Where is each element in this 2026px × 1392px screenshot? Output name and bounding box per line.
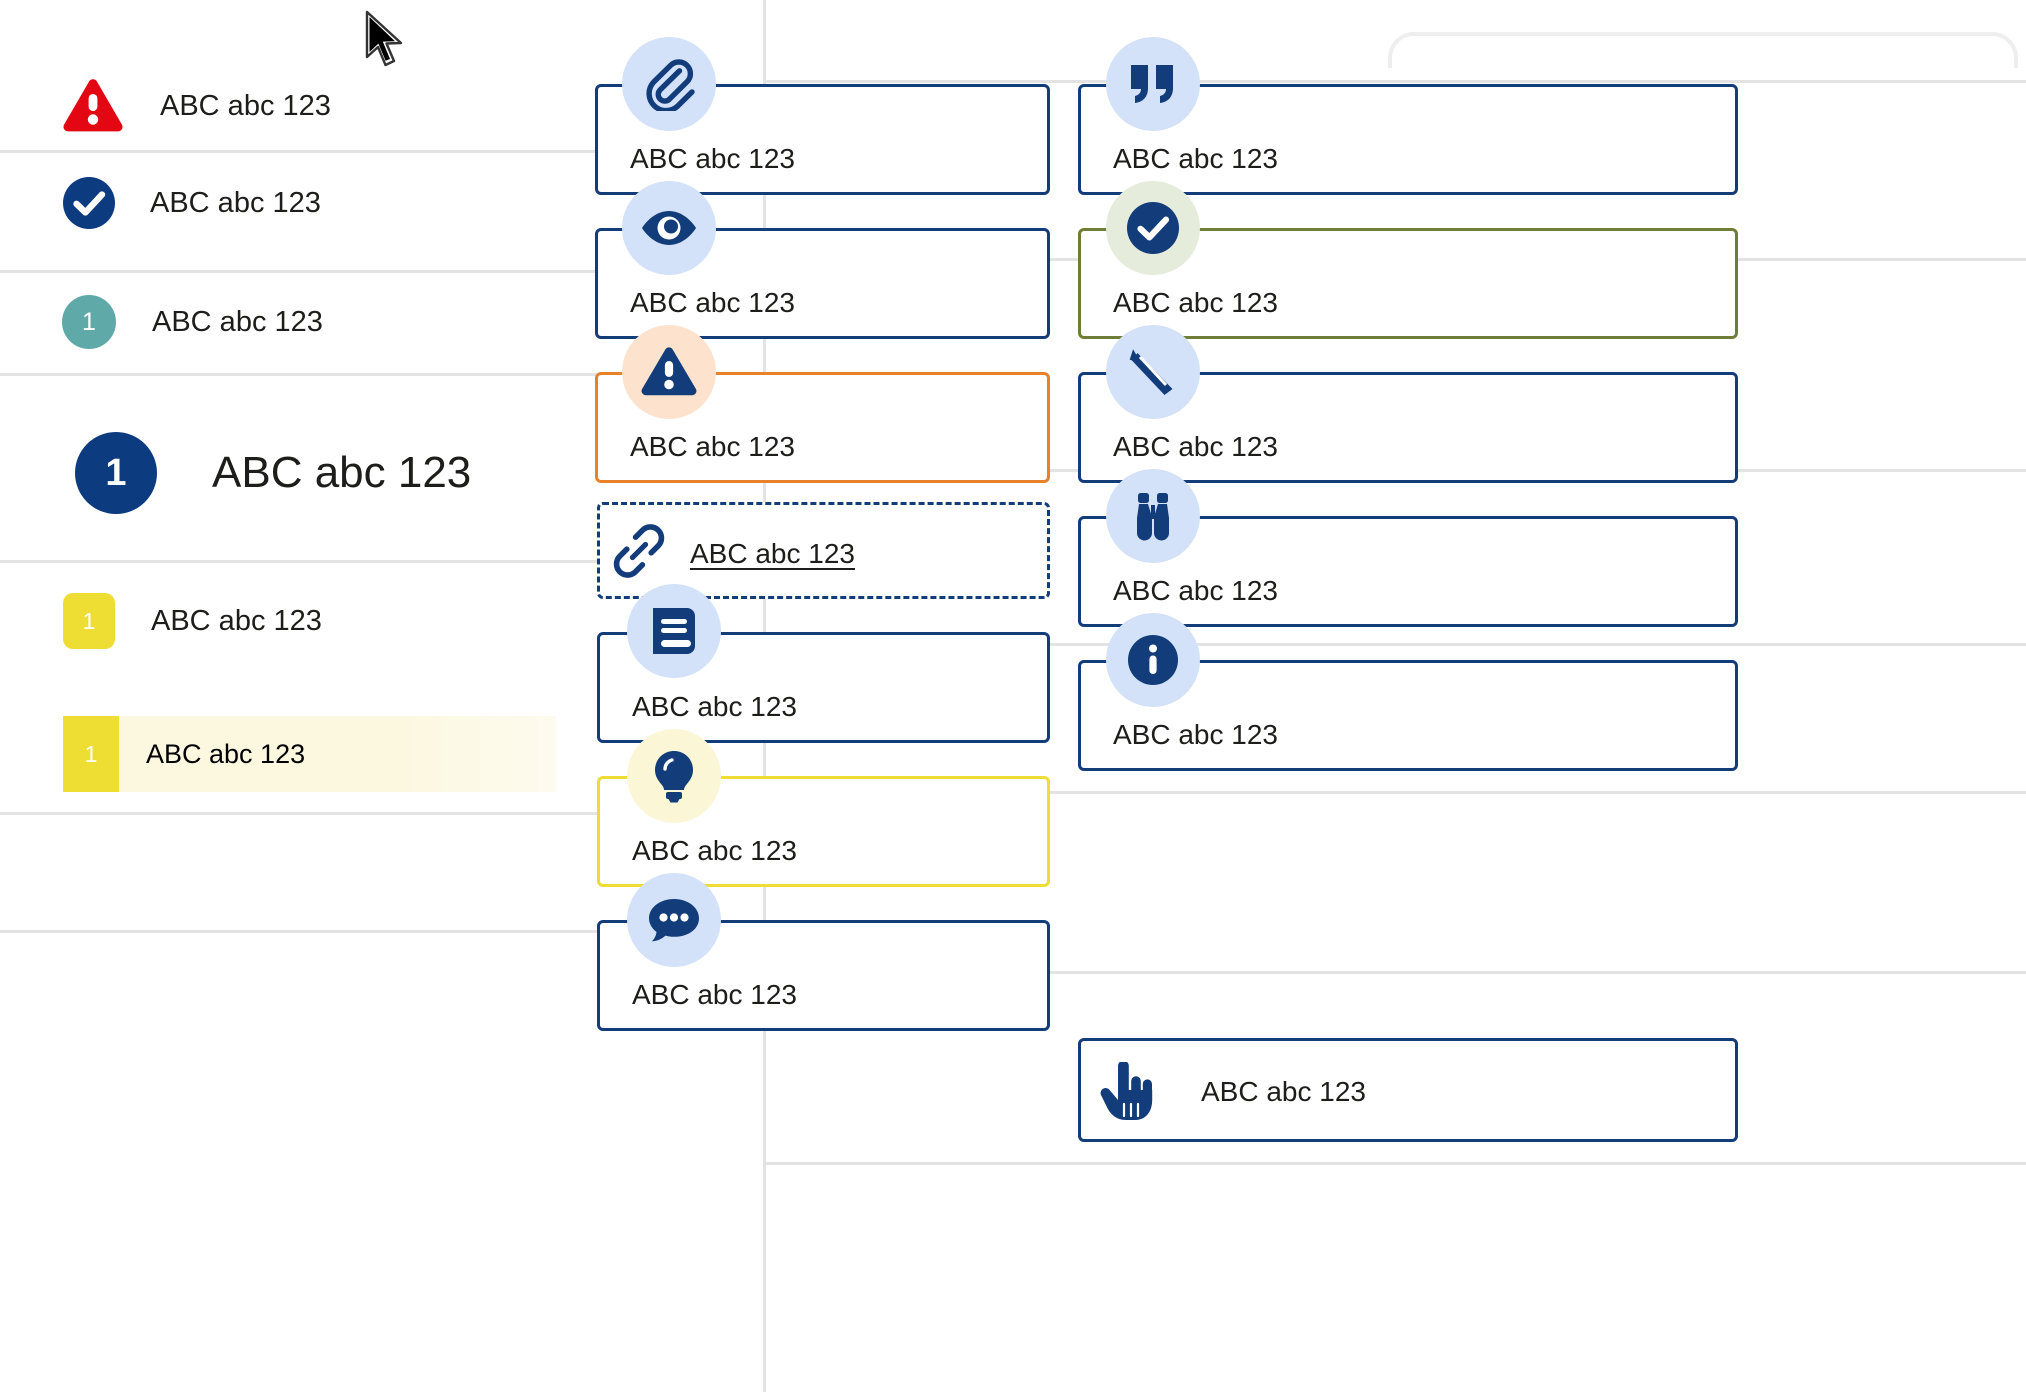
left-list: ABC abc 123 ABC abc 123 1 ABC abc 123 1 … (0, 0, 765, 1392)
sidebar-item-highlighted[interactable]: 1 ABC abc 123 (63, 716, 556, 792)
card-text: ABC abc 123 (630, 431, 795, 462)
chain-link-icon (612, 524, 666, 578)
card-text: ABC abc 123 (1113, 719, 1278, 750)
sidebar-item-label: ABC abc 123 (151, 604, 322, 637)
info-circle-icon (1106, 613, 1200, 707)
divider-line (0, 560, 765, 563)
badge-number: 1 (82, 307, 96, 336)
card-text: ABC abc 123 (1113, 575, 1278, 606)
quote-icon (1106, 37, 1200, 131)
mouse-cursor (362, 10, 410, 72)
card-text: ABC abc 123 (632, 691, 797, 722)
link-card[interactable]: ABC abc 123 (597, 502, 1050, 599)
badge-number: 1 (82, 607, 96, 634)
observe-card[interactable]: ABC abc 123 (1078, 516, 1738, 627)
speech-bubble-icon (627, 873, 721, 967)
approved-card[interactable]: ABC abc 123 (1078, 228, 1738, 339)
sidebar-item-label: ABC abc 123 (160, 89, 331, 122)
number-badge-circle: 1 (62, 295, 116, 349)
check-circle-icon (63, 177, 115, 229)
badge-number: 1 (84, 740, 98, 767)
sidebar-item-teal-badge[interactable]: 1 ABC abc 123 (62, 295, 323, 349)
card-text: ABC abc 123 (630, 143, 795, 174)
sidebar-item-alert[interactable]: ABC abc 123 (62, 78, 331, 134)
card-text: ABC abc 123 (1201, 1076, 1366, 1107)
lightbulb-icon (627, 729, 721, 823)
number-badge-square: 1 (63, 716, 119, 792)
divider-line (765, 1162, 2026, 1165)
action-card[interactable]: ABC abc 123 (1078, 1038, 1738, 1142)
sidebar-item-label: ABC abc 123 (212, 448, 472, 497)
number-badge-circle: 1 (75, 432, 157, 514)
book-icon (627, 584, 721, 678)
pencil-icon (1106, 325, 1200, 419)
card-text: ABC abc 123 (1113, 431, 1278, 462)
badge-number: 1 (105, 451, 127, 494)
warning-triangle-icon (622, 325, 716, 419)
check-circle-icon (1106, 181, 1200, 275)
sidebar-item-label: ABC abc 123 (150, 186, 321, 219)
divider-line (765, 80, 2026, 83)
paperclip-icon (622, 37, 716, 131)
divider-line (765, 971, 2026, 974)
number-badge-square: 1 (63, 593, 115, 649)
divider-line (0, 270, 765, 273)
sidebar-item-primary[interactable]: 1 ABC abc 123 (75, 432, 471, 514)
card-text: ABC abc 123 (630, 287, 795, 318)
divider-line (0, 812, 765, 815)
warning-triangle-icon (62, 78, 124, 134)
card-text: ABC abc 123 (1113, 143, 1278, 174)
card-text: ABC abc 123 (632, 979, 797, 1010)
pointing-hand-icon (1098, 1062, 1154, 1128)
sidebar-item-yellow-badge[interactable]: 1 ABC abc 123 (63, 593, 322, 649)
binoculars-icon (1106, 469, 1200, 563)
divider-line (0, 373, 765, 376)
sidebar-item-label: ABC abc 123 (152, 305, 323, 338)
panel-header-inner (1392, 36, 2014, 70)
divider-line (0, 930, 765, 933)
divider-line (765, 643, 2026, 646)
sidebar-item-label: ABC abc 123 (146, 738, 306, 769)
card-text: ABC abc 123 (632, 835, 797, 866)
sidebar-item-success[interactable]: ABC abc 123 (63, 177, 321, 229)
card-link-text[interactable]: ABC abc 123 (690, 538, 855, 569)
card-text: ABC abc 123 (1113, 287, 1278, 318)
divider-line (0, 150, 765, 153)
eye-icon (622, 181, 716, 275)
divider-line (765, 791, 2026, 794)
